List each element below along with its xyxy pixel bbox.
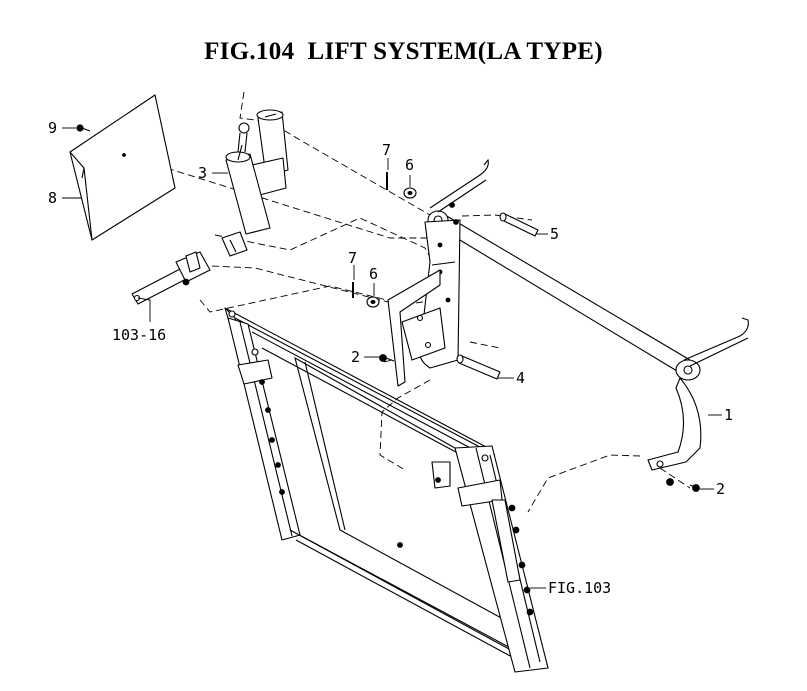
pin-part-4: [456, 354, 501, 380]
callout-7-lower: 7: [348, 249, 357, 267]
screw-part-9: [76, 124, 91, 132]
callout-6-lower: 6: [369, 265, 378, 283]
seat-frame: [224, 307, 549, 673]
bolt-part-2-right: [689, 484, 700, 492]
callout-3: 3: [198, 164, 207, 182]
callout-1: 1: [724, 406, 733, 424]
leader-lines: [62, 127, 722, 589]
callout-2-left: 2: [351, 348, 360, 366]
callout-6-upper: 6: [405, 156, 414, 174]
lift-cylinder-part-3: [221, 109, 289, 257]
callout-8: 8: [48, 189, 57, 207]
callout-2-right: 2: [716, 480, 725, 498]
lift-shaft-part-1: [387, 158, 749, 486]
callout-9: 9: [48, 119, 57, 137]
washer-part-6-lower: [366, 296, 380, 308]
callout-4: 4: [516, 369, 525, 387]
callout-103-16: 103-16: [112, 326, 166, 344]
figure-title: FIG.104 LIFT SYSTEM(LA TYPE): [204, 38, 603, 65]
callout-labels: 9 8 3 103-16 7 6 5 7 6 2 4 1 2 FIG.103: [48, 119, 733, 597]
callout-fig-103: FIG.103: [548, 579, 611, 597]
bracket-part-103-16: [131, 251, 211, 305]
bolt-part-2-left: [379, 354, 395, 362]
cover-plate-part-8: [69, 94, 176, 241]
washer-part-6-upper: [403, 187, 417, 199]
callout-5: 5: [550, 225, 559, 243]
pin-part-5: [499, 212, 539, 237]
callout-7-upper: 7: [382, 141, 391, 159]
